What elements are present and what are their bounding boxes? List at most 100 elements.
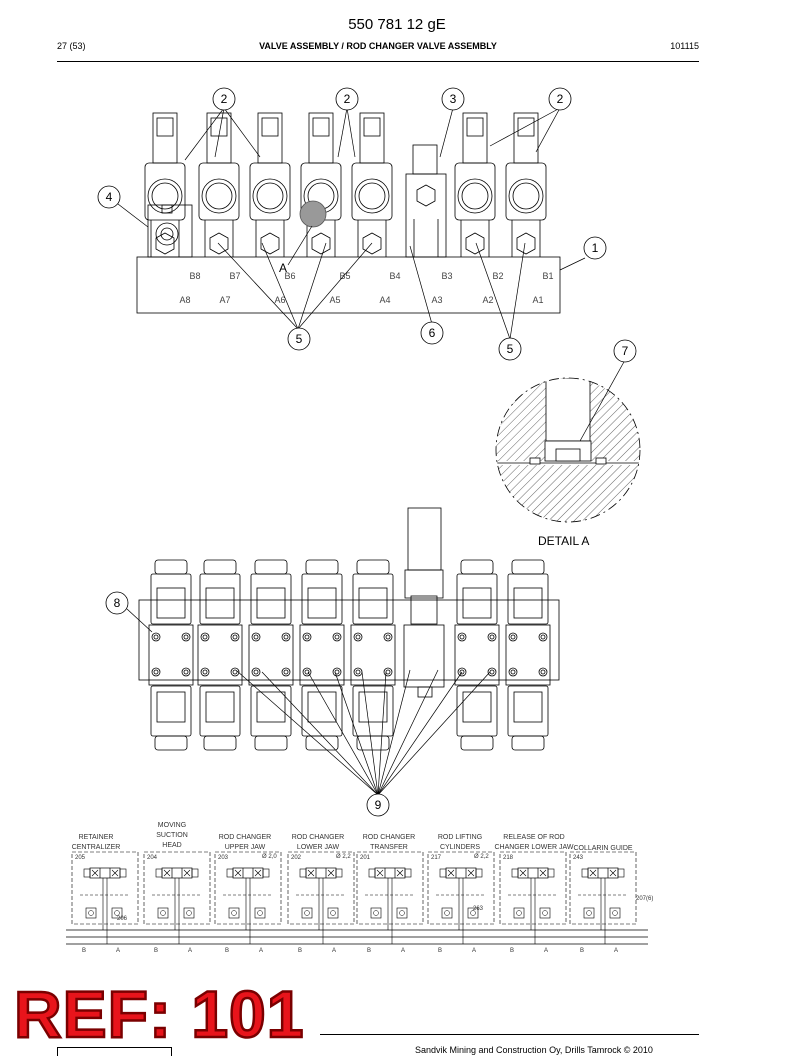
circuit-extra-label: 206 [117,916,128,922]
valve-top-2 [198,112,240,257]
valve-block-top-view [136,112,561,314]
orifice-label: Ø 2,2 [474,854,489,860]
valve-body-3 [405,173,447,258]
valve-top-1 [144,112,186,257]
callouts: 2 2 3 2 4 1 5 6 5 7 8 9 [97,87,637,817]
detail-a [495,359,641,523]
callout-c4: 4 [97,185,121,209]
callout-c5b: 5 [498,337,522,361]
valve-front-6 [454,559,500,751]
manifold-block [136,256,561,314]
circuit-number: 205 [75,855,86,861]
callout-number: 8 [114,596,121,610]
page-number: 27 (53) [57,41,86,51]
circuit-extra-label: 263 [473,906,484,912]
header-row: 27 (53) VALVE ASSEMBLY / ROD CHANGER VAL… [57,41,699,55]
document-number: 550 781 12 gE [348,16,446,33]
port-letter-b: B [225,948,229,954]
port-label-b: B8 [189,271,200,281]
port-label-b: B7 [229,271,240,281]
callout-number: 2 [344,92,351,106]
callout-number: 3 [450,92,457,106]
page-title: VALVE ASSEMBLY / ROD CHANGER VALVE ASSEM… [259,41,497,51]
function-label: CYLINDERS [440,844,480,851]
valve-front-5 [350,559,396,751]
function-label: LOWER JAW [297,844,340,851]
valve-block-front-view [138,507,560,751]
circuit-extra-label: 207(6) [636,896,653,902]
callout-c2a: 2 [212,87,236,111]
port-letter-b: B [298,948,302,954]
callout-number: 9 [375,798,382,812]
callout-number: 2 [557,92,564,106]
function-label: CENTRALIZER [72,844,121,851]
footer-rule [320,1034,699,1035]
document-code: 101115 [670,41,699,51]
port-letter-b: B [82,948,86,954]
callout-c1: 1 [583,236,607,260]
callout-number: 5 [507,342,514,356]
callout-c2b: 2 [335,87,359,111]
function-label: SUCTION [156,832,188,839]
port-label-b: B2 [492,271,503,281]
valve-front-4 [299,559,345,751]
callout-c7: 7 [613,339,637,363]
port-letter-a: A [472,948,476,954]
port-label-b: B4 [389,271,400,281]
callout-number: 1 [592,241,599,255]
orifice-label: Ø 2,2 [336,854,351,860]
callout-c2c: 2 [548,87,572,111]
callout-number: 2 [221,92,228,106]
callout-number: 4 [106,190,113,204]
valve-3-front-top [407,507,442,571]
port-label-a: A3 [431,295,442,305]
port-label-a: A2 [482,295,493,305]
detail-a-marker [299,200,327,228]
header-rule [57,61,699,62]
port-label-b: B1 [542,271,553,281]
detail-letter: A [279,261,287,275]
function-label: RELEASE OF ROD [503,834,564,841]
circuit-number: 204 [147,855,158,861]
function-label: RETAINER [79,834,114,841]
callout-c9: 9 [366,793,390,817]
callout-c5a: 5 [287,327,311,351]
port-letter-a: A [401,948,405,954]
leader-lines-top [117,107,586,340]
circuit-number: 203 [218,855,229,861]
callout-c6: 6 [420,321,444,345]
orifice-label: Ø 2,0 [262,854,277,860]
valve-front-1 [148,559,194,751]
port-label-a: A1 [532,295,543,305]
function-label: CHANGER LOWER JAW [494,844,573,851]
detail-a-label: DETAIL A [538,534,589,548]
ref-stamp: REF: 101 [13,977,305,1051]
port-letter-b: B [438,948,442,954]
port-label-b: B6 [284,271,295,281]
function-label: TRANSFER [370,844,408,851]
port-label-a: A6 [274,295,285,305]
leader-lines-front [126,608,491,796]
port-label-a: A5 [329,295,340,305]
port-letter-a: A [332,948,336,954]
valve-top-5 [351,112,393,257]
port-letter-a: A [544,948,548,954]
port-letter-b: B [510,948,514,954]
callout-c3: 3 [441,87,465,111]
circuit-number: 201 [360,855,371,861]
port-letter-a: A [116,948,120,954]
port-letter-a: A [259,948,263,954]
valve-top-7 [505,112,547,257]
circuit-number: 217 [431,855,442,861]
port-label-b: B5 [339,271,350,281]
valve-top-6 [454,112,496,257]
